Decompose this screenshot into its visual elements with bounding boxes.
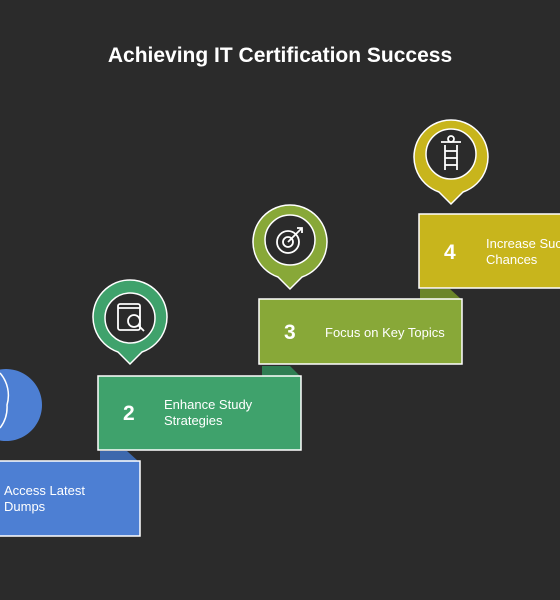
step-2-number: 2 xyxy=(123,402,135,425)
step-3-label: Focus on Key Topics xyxy=(325,325,445,340)
step-3-pin xyxy=(252,204,328,291)
step-1: Access Latest Dumps xyxy=(0,369,141,537)
step-1-connector xyxy=(100,451,138,461)
step-2-connector xyxy=(262,366,300,376)
step-3-connector xyxy=(420,289,461,299)
step-4: 4 Increase Suc Chances xyxy=(413,119,560,289)
step-2-card xyxy=(97,375,302,451)
step-3: 3 Focus on Key Topics xyxy=(252,204,463,365)
step-2-label: Enhance Study Strategies xyxy=(164,397,256,428)
step-1-label: Access Latest Dumps xyxy=(4,483,89,514)
step-3-card xyxy=(258,298,463,365)
step-1-pin xyxy=(0,369,42,441)
ladder-icon xyxy=(441,135,461,170)
target-icon xyxy=(276,227,303,254)
step-1-card xyxy=(0,460,141,537)
step-3-number: 3 xyxy=(284,321,296,344)
step-4-pin xyxy=(413,119,489,206)
step-4-card xyxy=(418,213,560,289)
step-2: 2 Enhance Study Strategies xyxy=(92,279,302,451)
step-1-pin-edge xyxy=(0,372,10,429)
book-search-icon xyxy=(117,303,145,332)
step-2-pin xyxy=(92,279,168,366)
step-4-label: Increase Suc Chances xyxy=(486,236,560,267)
step-4-number: 4 xyxy=(444,241,456,264)
diagram-title: Achieving IT Certification Success xyxy=(107,44,453,67)
